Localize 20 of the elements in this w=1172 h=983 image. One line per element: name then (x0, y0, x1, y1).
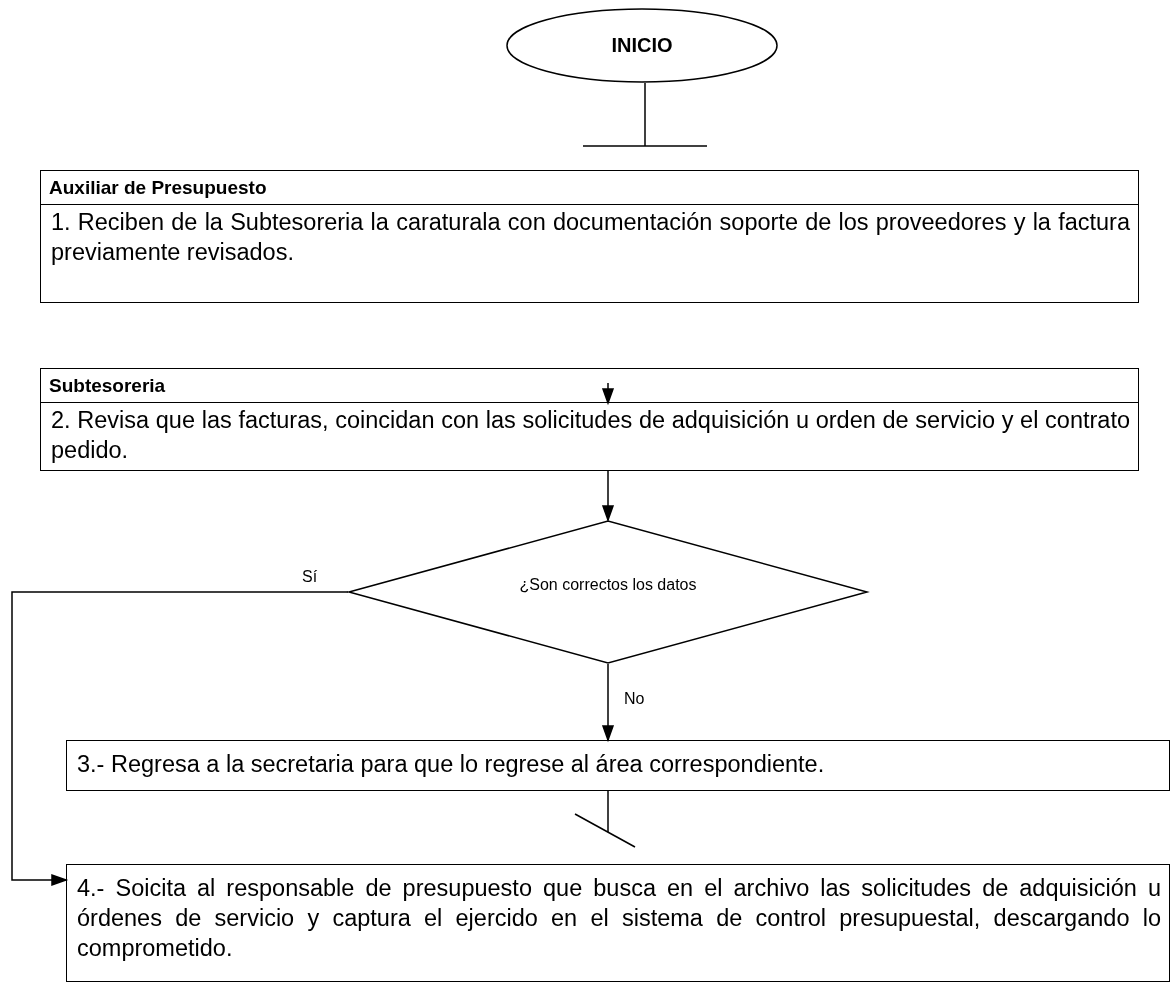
arrow (11, 591, 349, 886)
step-text: 4.- Soicita al responsable de presupuesto que busca en el archivo las solicitudes de adquisición u órdenes de servicio y captura el ejercido en el sistema de control presupuestal, descargando lo comprometido. (76, 874, 1162, 963)
arrow (602, 663, 614, 741)
process-box (40, 170, 1139, 303)
role-heading: Subtesoreria (41, 369, 1138, 403)
decision-diamond (348, 520, 868, 664)
role-heading: Auxiliar de Presupuesto (41, 171, 1138, 205)
start-ellipse (506, 8, 778, 83)
step-text: 2. Revisa que las facturas, coincidan con las solicitudes de adquisición u orden de servicio y el contrato pedido. (50, 406, 1131, 465)
process-box (66, 864, 1170, 982)
arrow (602, 382, 614, 404)
process-box (40, 368, 1139, 471)
arrow (602, 470, 614, 521)
step-text: 1. Reciben de la Subtesoreria la caraturala con documentación soporte de los proveedores y la factura previamente revisados. (50, 208, 1131, 267)
process-box (66, 740, 1170, 791)
decision-question: ¿Son correctos los datos (519, 576, 697, 594)
connector-line (574, 790, 636, 848)
connector-line (582, 82, 708, 147)
start-label: INICIO (611, 34, 673, 57)
step-text: 3.- Regresa a la secretaria para que lo regrese al área correspondiente. (76, 750, 826, 779)
